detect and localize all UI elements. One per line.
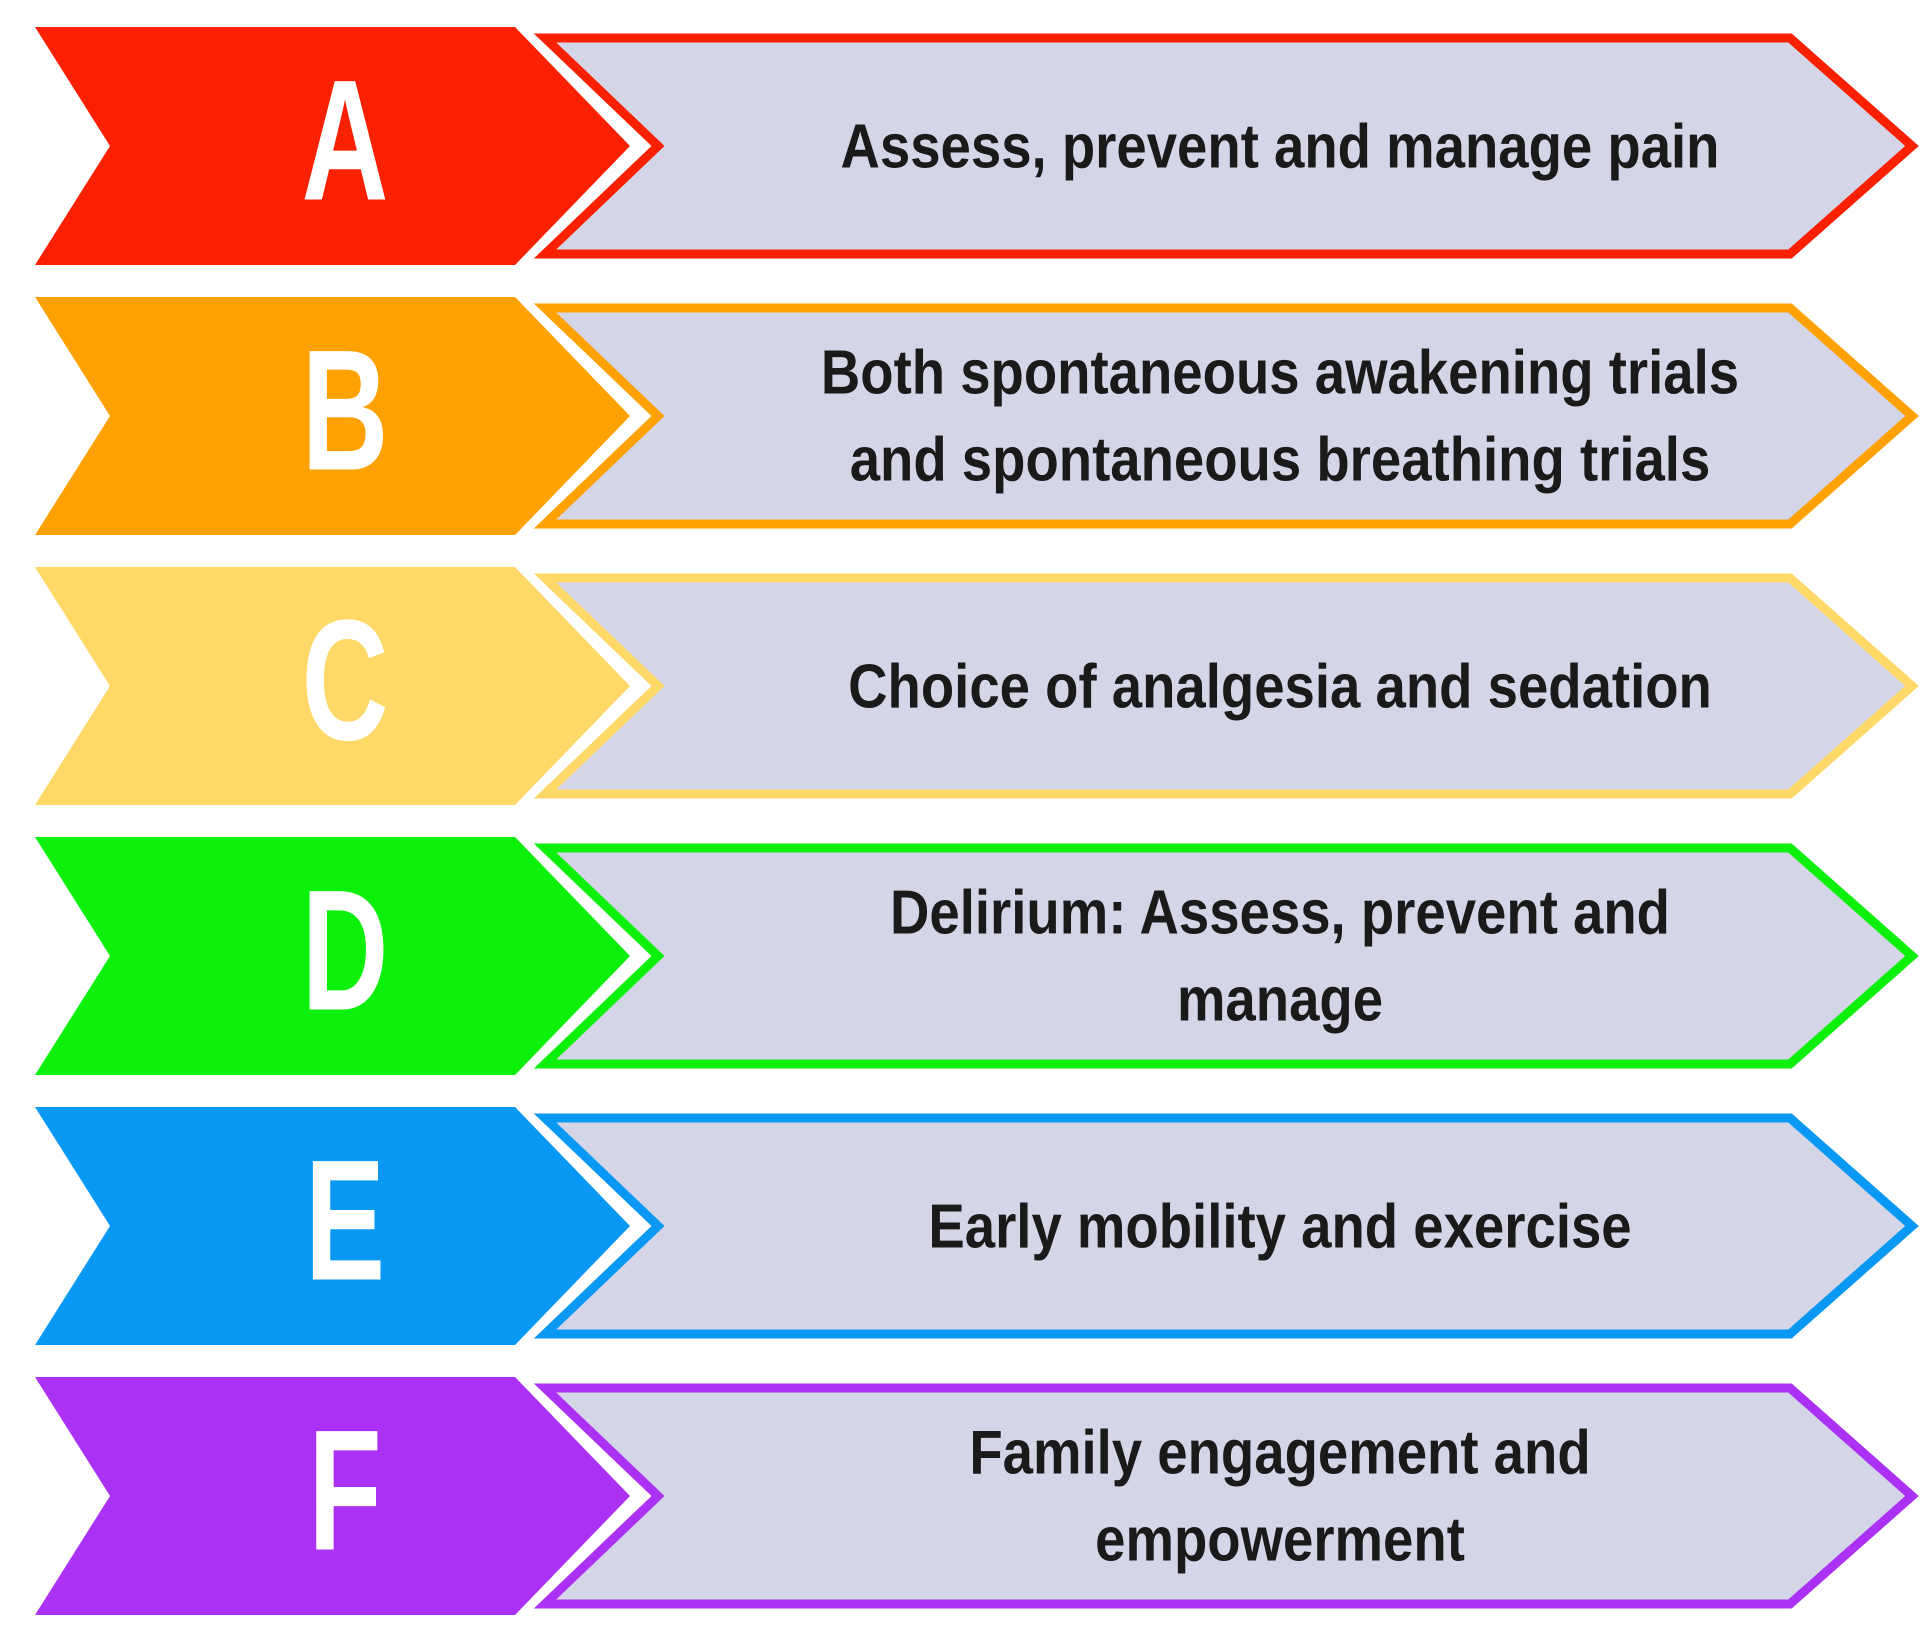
bundle-letter-f: F	[308, 1395, 382, 1586]
bundle-letter-d: D	[302, 855, 389, 1046]
banner-text-d-line2: manage	[1177, 965, 1383, 1034]
description-banner-e	[533, 1113, 1919, 1339]
letter-chevron-e	[35, 1107, 630, 1345]
bundle-letter-e: E	[305, 1125, 385, 1316]
banner-text-f-line1: Family engagement and	[969, 1418, 1590, 1487]
bundle-row-f: F Family engagement and empowerment	[35, 1377, 1919, 1615]
bundle-letter-a: A	[302, 45, 389, 236]
bundle-row-e: E Early mobility and exercise	[35, 1107, 1919, 1345]
letter-chevron-d	[35, 837, 630, 1075]
letter-chevron-f	[35, 1377, 630, 1615]
bundle-row-d: D Delirium: Assess, prevent and manage	[35, 837, 1919, 1075]
bundle-letter-c: C	[302, 585, 389, 776]
description-banner-c	[533, 573, 1919, 799]
letter-chevron-c	[35, 567, 630, 805]
bundle-row-a: A Assess, prevent and manage pain	[35, 27, 1919, 265]
bundle-row-b: B Both spontaneous awakening trials and …	[35, 297, 1919, 535]
bundle-letter-b: B	[302, 315, 389, 506]
banner-text-d-line1: Delirium: Assess, prevent and	[890, 878, 1670, 947]
bundle-row-c: C Choice of analgesia and sedation	[35, 567, 1919, 805]
banner-text-e-line1: Early mobility and exercise	[928, 1192, 1631, 1261]
letter-chevron-b	[35, 297, 630, 535]
description-banner-b	[533, 303, 1919, 529]
banner-text-a-line1: Assess, prevent and manage pain	[840, 112, 1719, 181]
description-banner-f	[533, 1383, 1919, 1609]
banner-text-b-line2: and spontaneous breathing trials	[850, 425, 1711, 494]
description-banner-a	[533, 33, 1919, 259]
banner-text-c-line1: Choice of analgesia and sedation	[848, 652, 1712, 721]
banner-text-f-line2: empowerment	[1095, 1505, 1465, 1574]
letter-chevron-a	[35, 27, 630, 265]
banner-text-b-line1: Both spontaneous awakening trials	[821, 338, 1739, 407]
description-banner-d	[533, 843, 1919, 1069]
